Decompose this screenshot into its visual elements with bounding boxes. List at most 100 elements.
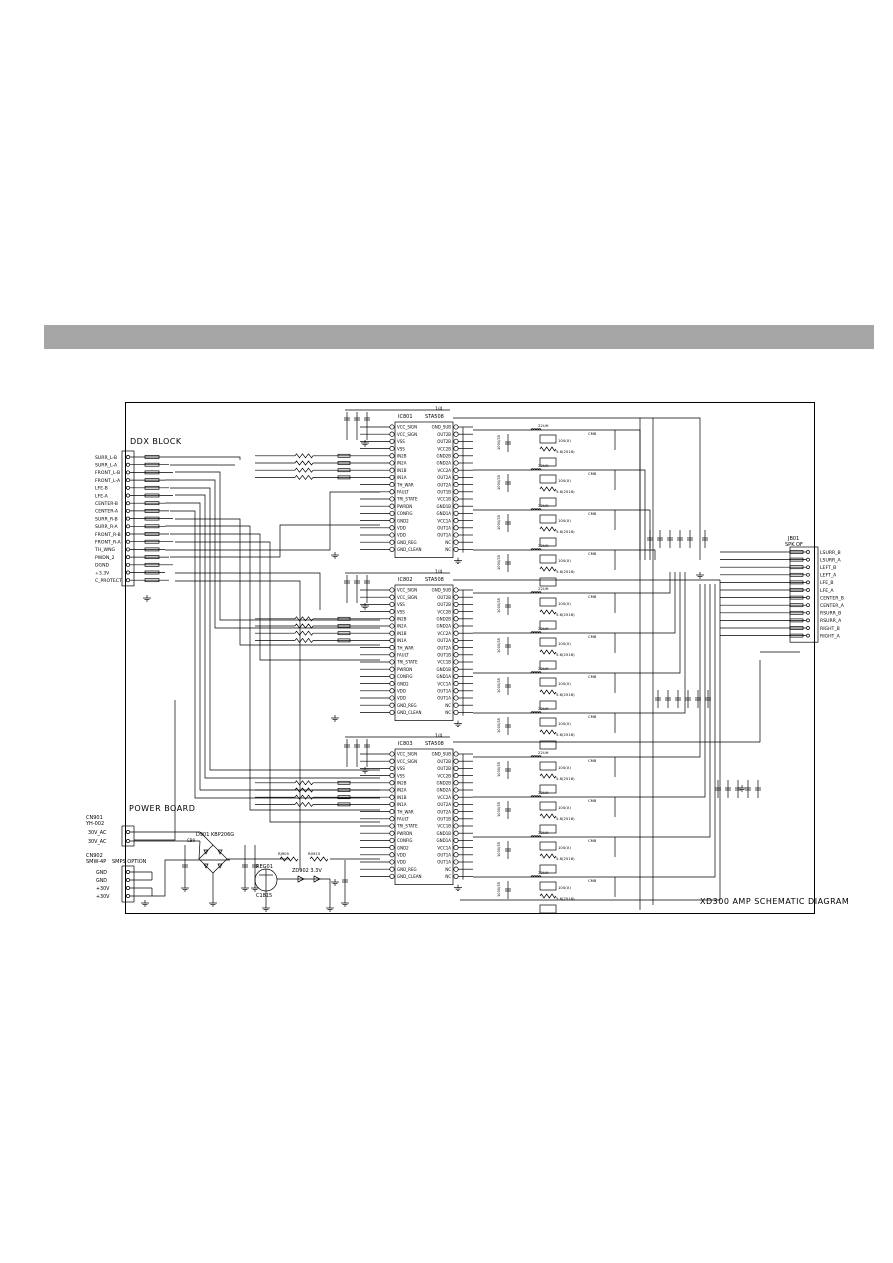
inductor [538,755,542,758]
inductor [538,835,542,838]
ic-pin [453,630,459,636]
cap-ref: CM8 [588,798,597,803]
net-tag [789,610,804,615]
ic-pin [453,837,459,843]
snubber-box [539,881,557,891]
jb01-pin-label: LEFT_A [820,573,837,579]
ic-pin [389,510,395,516]
ddx-pin-label: PWDN_2 [95,555,115,561]
ic-pin-label: OUT1A [437,853,451,858]
ddx-pin [126,570,130,575]
ic-pin-label: VCC2B [437,609,451,614]
signal-route [170,524,380,558]
cap-value: 100(X) [558,765,571,770]
ic-pin [453,780,459,786]
ic-pin-label: NC [445,874,451,879]
snubber-box [539,740,557,750]
ic-pin [389,474,395,480]
ddx-pin-label: FRONT_L-A [95,478,121,484]
ic-pin [453,623,459,629]
ic-pin-label: NC [445,867,451,872]
ic-pin [453,609,459,615]
net-tag [144,470,160,475]
ic-pin-label: OUT1A [437,526,451,531]
ic-pin [389,765,395,771]
cn901-pin [126,839,130,843]
ic-pin [453,773,459,779]
ic-pin-label: VCC1B [437,660,451,665]
ic-pin [389,532,395,538]
cn902-pin-label: GND [96,878,107,884]
input-resistor [294,794,314,800]
jb01-pin-label: LEFT_B [820,565,836,571]
net-tag [144,562,160,567]
cn902-pin [126,870,130,874]
jb01-pin-label: LSURR_B [820,550,841,556]
ic-pin-label: OUT2B [437,439,451,444]
ic-part: STA508 [425,577,444,583]
snubber-resistor [539,566,557,572]
ic-pin-label: TH_WAR [396,482,414,487]
net-tag [144,516,160,521]
signal-route [175,541,380,823]
ic-pin-label: PWRDN [397,504,412,509]
input-resistor [294,474,314,480]
ic-pin [453,482,459,488]
ic-pin-label: NC [445,547,451,552]
regulator-type-label: C1815 [256,893,272,899]
ic-pin [453,809,459,815]
ic-pin [453,666,459,672]
ic-pin [389,773,395,779]
inductor [538,711,542,714]
ic-pin-label: GND2A [437,788,452,793]
inductor-value: 22UH [538,543,549,548]
snubber-resistor [539,893,557,899]
inductor [538,548,542,551]
cn902-pin-label: +30V [96,894,110,900]
zener-label: ZD902 3.3V [292,868,322,874]
ic-pin [453,637,459,643]
net-tag [337,631,351,636]
ic-pin-label: VSS [397,766,405,771]
ic-ref: IC802 [398,577,413,583]
inductor-value: 22UH [538,586,549,591]
ddx-pin-label: CENTER-B [95,501,118,507]
ic-pin-label: PWRDN [397,667,412,672]
net-tag [789,565,804,570]
ic-pin [453,659,459,665]
ddx-pin [126,478,130,483]
ic-pin [389,873,395,879]
inductor [538,428,542,431]
jb01-connector-body [789,546,819,643]
ic-pin-label: OUT2B [437,766,451,771]
net-tag [337,802,351,807]
ic-pin-label: IN2B [397,454,407,459]
snubber-resistor [539,486,557,492]
ic-pin [453,525,459,531]
net-tag [789,580,804,585]
snubber-box [539,841,557,851]
snubber-resistor [539,813,557,819]
ic-pin [389,601,395,607]
ic-pin [453,616,459,622]
ic-pin [453,765,459,771]
ic-pin-label: FAULT [397,817,409,822]
ddx-pin [126,493,130,498]
cap-value: 100(X) [558,721,571,726]
snubber-resistor [539,649,557,655]
cn901-pin-label: 30V_AC [88,839,107,845]
ddx-pin [126,555,130,560]
net-tag [337,468,351,473]
ic-pin-label: TRI_STATE [396,824,418,829]
inductor [538,795,542,798]
ic-pin-label: OUT2A [437,809,451,814]
ddx-pin [126,547,130,552]
ic-pin-label: VSS [397,609,405,614]
signal-route [134,700,176,841]
resistor-value: 5.6(2516) [556,776,575,781]
ic-pin [389,539,395,545]
header-banner [44,325,874,349]
cap-ref: CM8 [588,758,597,763]
ic-pin-label: VCC_SIGN [397,425,417,430]
